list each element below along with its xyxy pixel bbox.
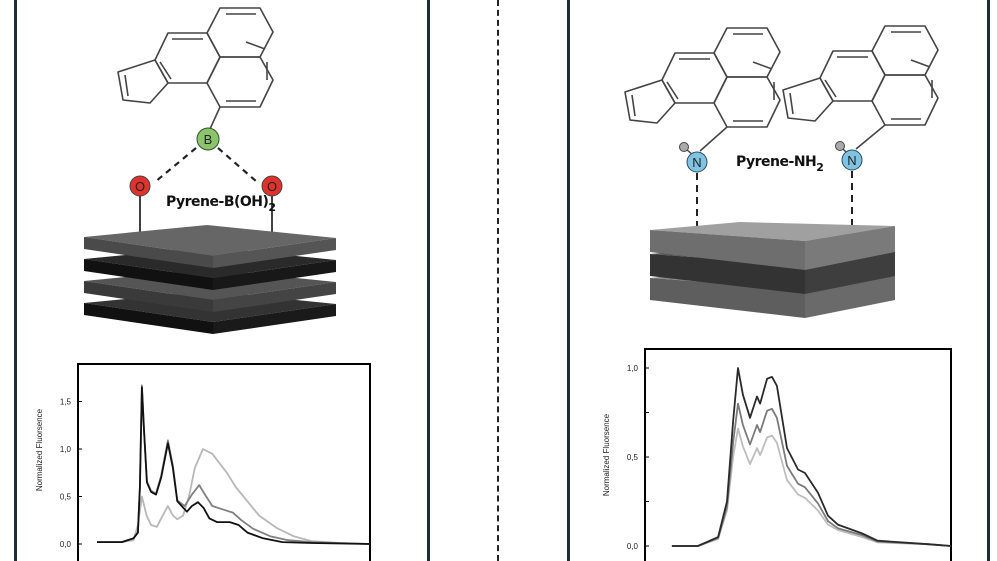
pyrene-molecule-left xyxy=(117,7,274,108)
nitrogen-symbol-2: N xyxy=(847,153,856,168)
nitrogen-dashed-links xyxy=(696,171,853,226)
nitrogen-symbol-1: N xyxy=(692,155,701,170)
y-tick-label: 0,0 xyxy=(627,542,639,551)
plot-frame xyxy=(77,363,371,561)
label-subscript: 2 xyxy=(268,201,275,214)
boron-dashed-bonds xyxy=(154,147,258,183)
series-line-dark xyxy=(97,386,371,545)
nitrogen-bond-1 xyxy=(699,126,728,152)
hydrogen-atom-1 xyxy=(679,142,689,152)
series-line-light xyxy=(671,427,952,547)
graphene-stack-left xyxy=(84,225,336,334)
pyrene-boronic-acid-label: Pyrene-B(OH)2 xyxy=(166,194,276,214)
y-tick-label: 0,5 xyxy=(60,493,72,502)
graphene-stack-right xyxy=(650,222,895,318)
hydrogen-atom-2 xyxy=(835,141,845,151)
boron-bond xyxy=(209,106,221,130)
pyrene-molecule-right-1 xyxy=(624,27,781,128)
panel-divider-dashed xyxy=(497,0,499,561)
left-panel-border-right xyxy=(427,0,430,561)
oxygen-symbol-right: O xyxy=(267,179,277,194)
right-panel-border-right xyxy=(987,0,990,561)
nitrogen-atom-1 xyxy=(686,151,708,173)
nitrogen-atom-2 xyxy=(841,149,863,171)
boron-atom xyxy=(196,127,220,151)
oxygen-atom-left xyxy=(129,175,151,197)
y-tick-label: 1,5 xyxy=(60,398,72,407)
pyrene-molecule-right-2 xyxy=(782,25,939,126)
left-panel-border-left xyxy=(14,0,17,561)
y-axis-label: Normalized Fluorsence xyxy=(602,413,611,496)
series-line-dark xyxy=(671,367,952,547)
y-tick-label: 1,0 xyxy=(627,364,639,373)
right-panel-border-left xyxy=(567,0,570,561)
y-tick-label: 1,0 xyxy=(60,445,72,454)
y-tick-label: 0,0 xyxy=(60,540,72,549)
label-main: Pyrene-NH xyxy=(736,154,816,170)
plot-frame xyxy=(644,348,952,561)
nitrogen-bond-2 xyxy=(855,124,886,150)
pyrene-amine-label: Pyrene-NH2 xyxy=(736,154,823,174)
series-line-light xyxy=(97,448,371,545)
oxygen-atom-right xyxy=(261,175,283,197)
boron-symbol: B xyxy=(204,132,213,147)
oxygen-symbol-left: O xyxy=(135,179,145,194)
label-main: Pyrene-B(OH) xyxy=(166,194,269,210)
label-subscript: 2 xyxy=(816,161,823,174)
y-axis-label: Normalized Fluorsence xyxy=(35,408,44,491)
y-tick-label: 0,5 xyxy=(627,453,639,462)
series-line-medium xyxy=(671,402,952,547)
